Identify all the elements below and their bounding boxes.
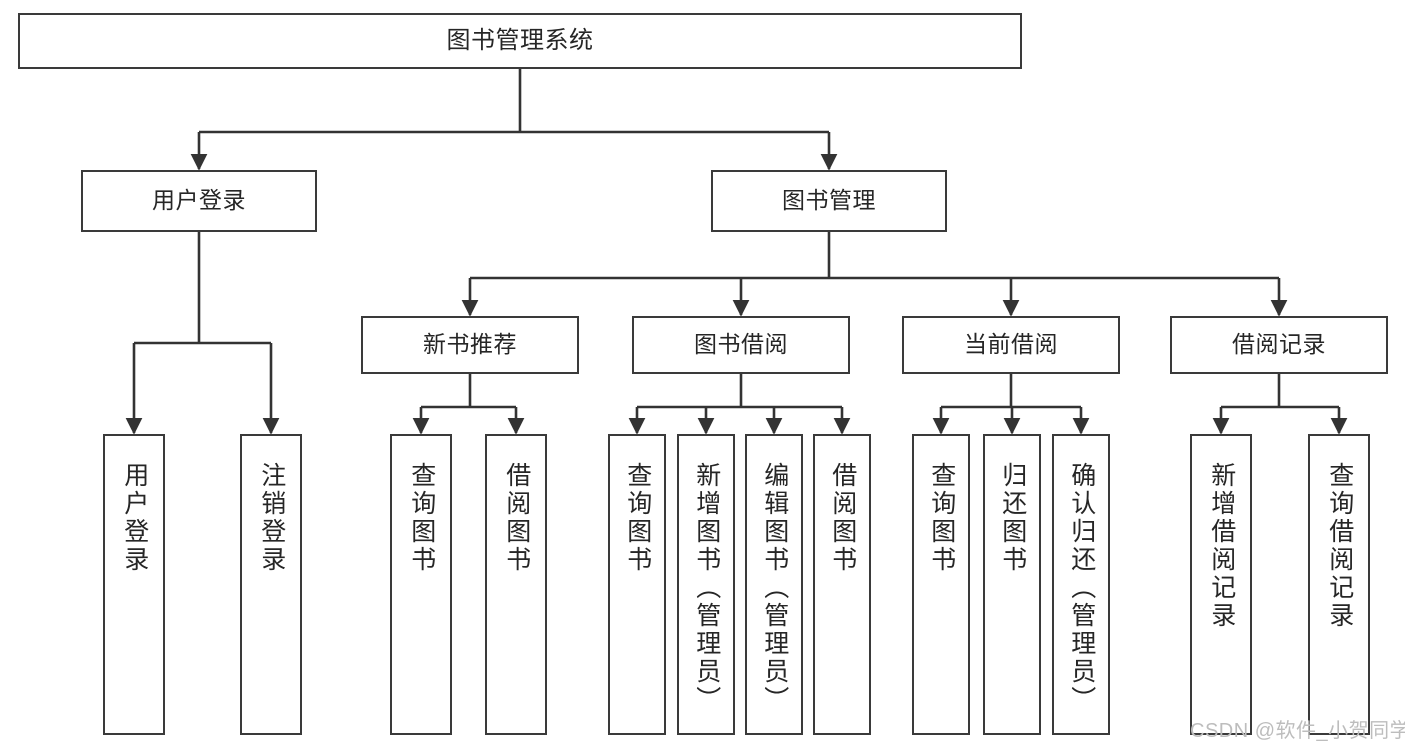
node-borrow-record[interactable]: 借阅记录: [1170, 316, 1388, 374]
node-current-borrow[interactable]: 当前借阅: [902, 316, 1120, 374]
node-label: 查询图书: [927, 462, 956, 574]
node-leaf-logout[interactable]: 注销登录: [240, 434, 302, 735]
node-label: 借阅图书: [502, 462, 531, 574]
node-label: 查询借阅记录: [1325, 462, 1354, 630]
node-leaf-query-book-2[interactable]: 查询图书: [608, 434, 666, 735]
node-label: 图书管理系统: [446, 26, 594, 54]
node-label: 归还图书: [998, 462, 1027, 574]
node-label: 新书推荐: [423, 331, 517, 358]
node-label: 用户登录: [120, 462, 149, 574]
node-book-manage[interactable]: 图书管理: [711, 170, 947, 232]
node-leaf-add-book[interactable]: 新增图书（管理员）: [677, 434, 735, 735]
csdn-watermark: CSDN @软件_小贺同学: [1190, 720, 1405, 742]
node-leaf-borrow-book-2[interactable]: 借阅图书: [813, 434, 871, 735]
node-book-borrow[interactable]: 图书借阅: [632, 316, 850, 374]
node-label: 查询图书: [407, 462, 436, 574]
node-leaf-borrow-book-1[interactable]: 借阅图书: [485, 434, 547, 735]
node-label: 查询图书: [623, 462, 652, 574]
node-label: 编辑图书（管理员）: [760, 462, 789, 714]
node-leaf-query-book-3[interactable]: 查询图书: [912, 434, 970, 735]
node-root[interactable]: 图书管理系统: [18, 13, 1022, 69]
node-leaf-query-book-1[interactable]: 查询图书: [390, 434, 452, 735]
node-leaf-edit-book[interactable]: 编辑图书（管理员）: [745, 434, 803, 735]
node-label: 新增借阅记录: [1207, 462, 1236, 630]
node-leaf-confirm-return[interactable]: 确认归还（管理员）: [1052, 434, 1110, 735]
node-label: 新增图书（管理员）: [692, 462, 721, 714]
node-leaf-return-book[interactable]: 归还图书: [983, 434, 1041, 735]
node-label: 借阅记录: [1232, 331, 1326, 358]
node-new-book-rec[interactable]: 新书推荐: [361, 316, 579, 374]
node-leaf-add-record[interactable]: 新增借阅记录: [1190, 434, 1252, 735]
node-user-login[interactable]: 用户登录: [81, 170, 317, 232]
node-label: 图书管理: [782, 187, 876, 214]
node-label: 用户登录: [152, 187, 246, 214]
node-leaf-query-record[interactable]: 查询借阅记录: [1308, 434, 1370, 735]
node-label: 确认归还（管理员）: [1067, 462, 1096, 714]
node-leaf-user-login[interactable]: 用户登录: [103, 434, 165, 735]
node-label: 图书借阅: [694, 331, 788, 358]
node-label: 借阅图书: [828, 462, 857, 574]
node-label: 注销登录: [257, 462, 286, 574]
node-label: 当前借阅: [964, 331, 1058, 358]
